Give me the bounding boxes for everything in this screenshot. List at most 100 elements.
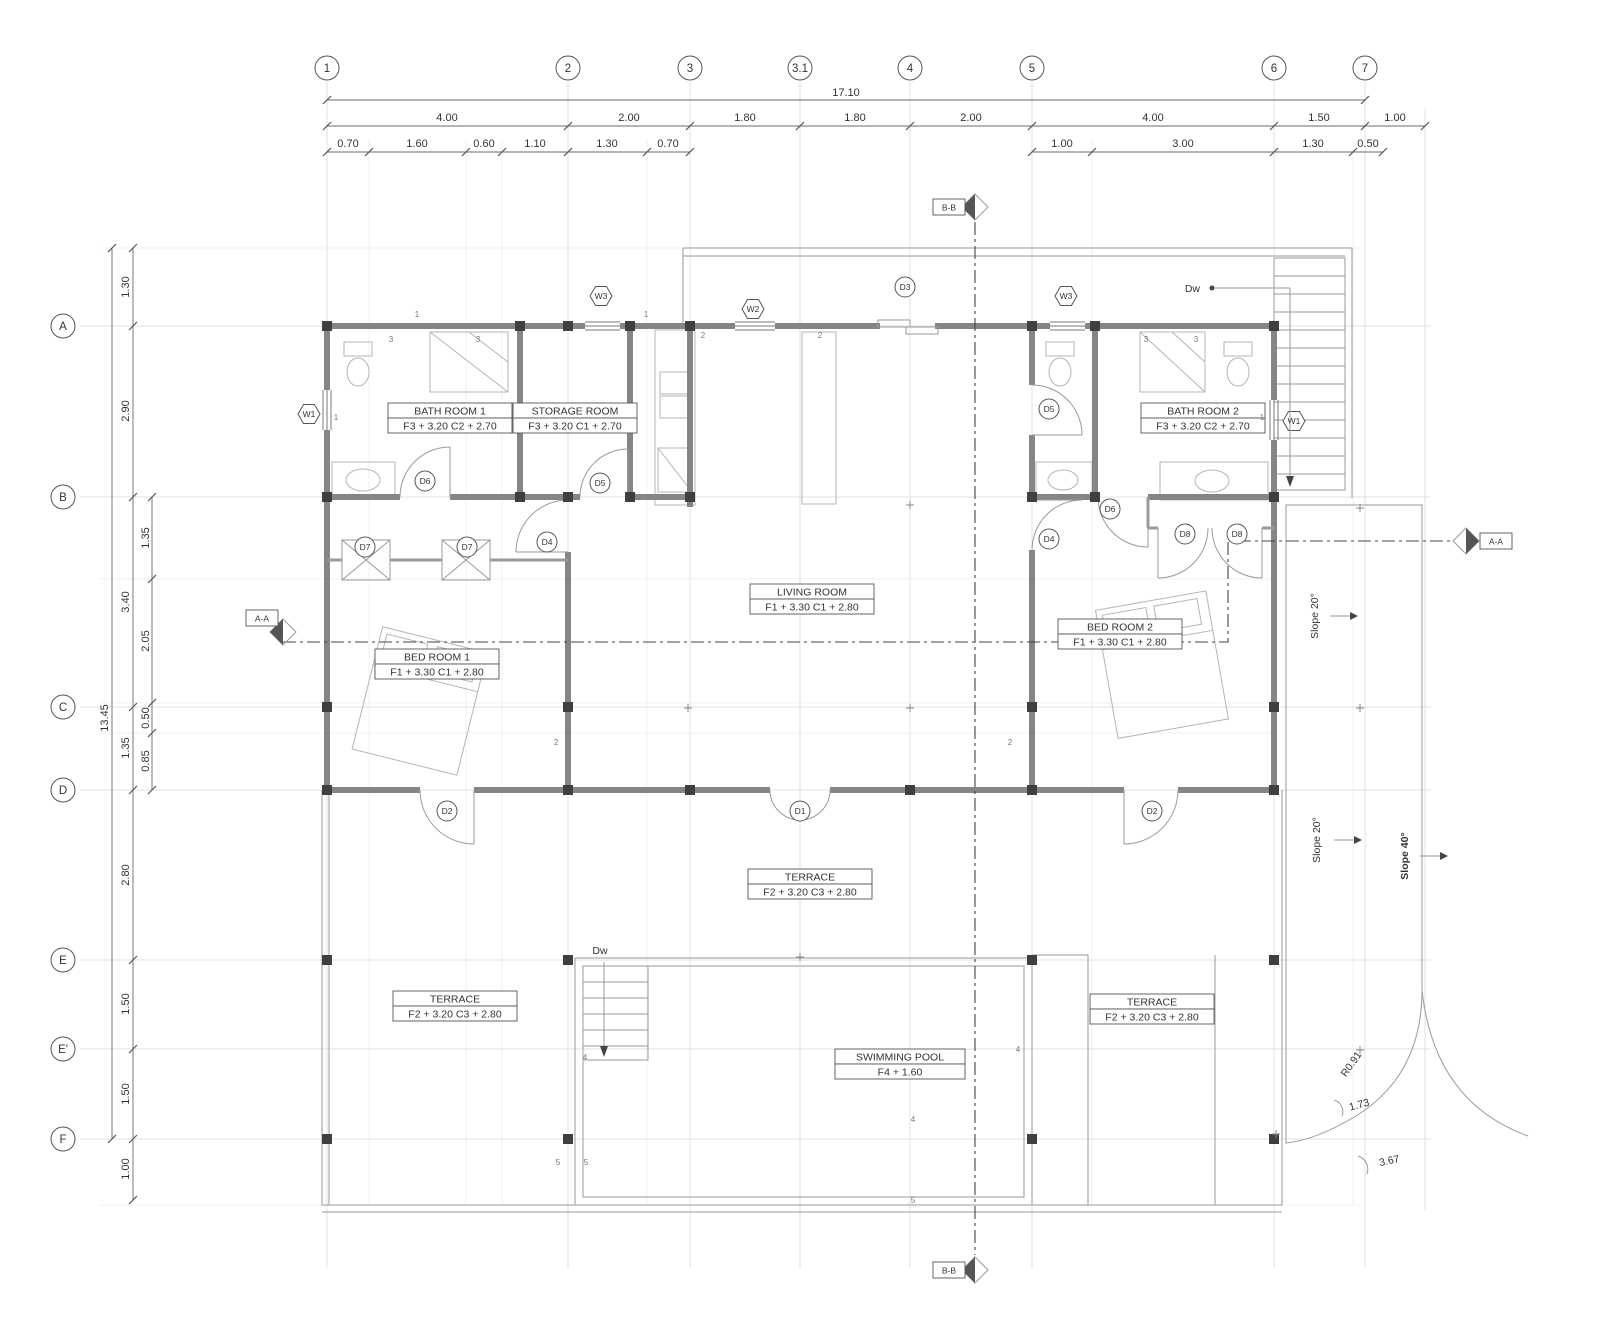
room-label-bed2: BED ROOM 2 F1 + 3.30 C1 + 2.80 (1057, 618, 1183, 650)
room-spec: F1 + 3.30 C1 + 2.80 (390, 667, 484, 679)
tag-d1: D1 (795, 806, 806, 816)
windows (322, 319, 1279, 440)
col-bubble-5: 5 (1029, 63, 1035, 75)
wall-mark: 2 (554, 738, 559, 747)
slope-40-label: Slope 40° (1399, 832, 1411, 879)
dim-left-major-5: 1.50 (120, 993, 132, 1014)
dim-top-major-2: 1.80 (734, 112, 755, 124)
dim-left-major-0: 1.30 (120, 276, 132, 297)
dim-top-major-0: 4.00 (436, 112, 457, 124)
tag-d6: D6 (420, 476, 431, 486)
room-spec: F3 + 3.20 C1 + 2.70 (528, 421, 622, 433)
room-label-terrace-right: TERRACE F2 + 3.20 C3 + 2.80 (1089, 993, 1215, 1025)
tag-d6: D6 (1105, 504, 1116, 514)
tag-d5: D5 (595, 478, 606, 488)
kitchen-sink2 (659, 395, 691, 419)
row-bubble-e: E (59, 955, 67, 967)
opening-tags: D6 D5 D4 D7 D7 D3 D5 D4 D6 D8 D8 D2 D1 D… (297, 276, 1306, 822)
wall-mark: 1 (415, 310, 420, 319)
dim-left-minor-0: 1.35 (140, 527, 152, 548)
tag-d4: D4 (1044, 534, 1055, 544)
dw-label-pool: Dw (592, 945, 608, 957)
col-bubble-7: 7 (1362, 63, 1368, 75)
room-spec: F4 + 1.60 (878, 1067, 923, 1079)
wall-mark: 3 (389, 335, 394, 344)
wall-type-marks: 1 1 1 1 2 2 2 2 3 3 3 3 4 4 4 5 5 5 (334, 310, 1265, 1205)
dim-top-major-6: 1.50 (1308, 112, 1329, 124)
dim-top-minor-3: 1.10 (524, 138, 545, 150)
dim-top-minor-9: 0.50 (1357, 138, 1378, 150)
cabinet (801, 331, 837, 505)
room-spec: F2 + 3.20 C3 + 2.80 (763, 887, 857, 899)
dim-top-major-4: 2.00 (960, 112, 981, 124)
vanity (331, 461, 396, 499)
dim-left-major-2: 3.40 (120, 591, 132, 612)
col-bubble-3: 3 (687, 63, 693, 75)
tag-w1: W1 (303, 409, 316, 419)
dim-left-major-4: 2.80 (120, 864, 132, 885)
row-bubble-b: B (59, 492, 67, 504)
slope-20-label: Slope 20° (1311, 817, 1323, 863)
room-label-bed1: BED ROOM 1 F1 + 3.30 C1 + 2.80 (374, 648, 500, 680)
tag-w3: W3 (1060, 291, 1073, 301)
wall-mark: 2 (701, 331, 706, 340)
radius-r091: R0.91 (1339, 1049, 1365, 1079)
stairs (682, 247, 1353, 498)
dim-top-minor-1: 1.60 (406, 138, 427, 150)
tag-d5: D5 (1044, 404, 1055, 414)
room-name: SWIMMING POOL (856, 1052, 944, 1064)
dim-top-minor-8: 1.30 (1302, 138, 1323, 150)
col-bubble-6: 6 (1271, 63, 1277, 75)
dim-top-minor-4: 1.30 (596, 138, 617, 150)
dimensions-top: 17.10 4.00 2.00 1.80 1.80 2.00 4.00 1.50… (322, 87, 1430, 157)
room-spec: F2 + 3.20 C3 + 2.80 (1105, 1012, 1199, 1024)
radius-367: 3.67 (1378, 1153, 1401, 1169)
dim-top-major-5: 4.00 (1142, 112, 1163, 124)
sink-icon-3 (1194, 469, 1230, 493)
section-aa-left-label: A-A (255, 614, 270, 624)
sliding-door (905, 326, 939, 335)
doors (341, 384, 1263, 845)
dim-top-minor-0: 0.70 (337, 138, 358, 150)
slope-20-label: Slope 20° (1309, 593, 1321, 639)
dim-top-major-7: 1.00 (1384, 112, 1405, 124)
wall-mark: 3 (1144, 335, 1149, 344)
wall-mark: 1 (334, 413, 339, 422)
dimensions-left: 13.45 1.30 2.90 3.40 1.35 2.80 1.50 1.50… (99, 243, 157, 1205)
tag-d2: D2 (442, 806, 453, 816)
row-bubble-e2: E' (58, 1044, 68, 1056)
dim-left-minor-2: 0.50 (140, 707, 152, 728)
room-spec: F3 + 3.20 C2 + 2.70 (403, 421, 497, 433)
room-spec: F2 + 3.20 C3 + 2.80 (408, 1009, 502, 1021)
room-name: BATH ROOM 1 (414, 406, 486, 418)
wall-mark: 1 (1260, 413, 1265, 422)
annotations: Slope 20° Slope 20° Slope 40° Dw Dw R0.9… (592, 283, 1448, 1169)
room-label-storage: STORAGE ROOM F3 + 3.20 C1 + 2.70 (512, 402, 638, 434)
dim-top-total: 17.10 (832, 87, 860, 99)
col-bubble-1: 1 (324, 63, 330, 75)
wall-mark: 5 (584, 1158, 589, 1167)
room-name: BED ROOM 2 (1087, 622, 1153, 634)
wall-mark: 5 (556, 1158, 561, 1167)
dim-top-minor-2: 0.60 (473, 138, 494, 150)
dim-left-minor-1: 2.05 (140, 630, 152, 651)
toilet-tank (343, 341, 373, 357)
room-name: TERRACE (430, 994, 480, 1006)
room-label-bath2: BATH ROOM 2 F3 + 3.20 C2 + 2.70 (1140, 402, 1266, 434)
room-spec: F1 + 3.30 C1 + 2.80 (1073, 637, 1167, 649)
wall-mark: 4 (583, 1053, 588, 1062)
tag-w3: W3 (595, 291, 608, 301)
tag-w2: W2 (747, 304, 760, 314)
toilet-tank-3 (1223, 341, 1253, 357)
room-label-living: LIVING ROOM F1 + 3.30 C1 + 2.80 (749, 583, 875, 615)
toilet-icon-2 (1048, 357, 1072, 387)
row-bubble-c: C (59, 702, 67, 714)
tag-d8: D8 (1180, 529, 1191, 539)
grid-lines (80, 82, 1430, 1268)
sink-icon (345, 468, 381, 492)
toilet-icon-3 (1226, 357, 1250, 387)
wall-mark: 2 (1008, 738, 1013, 747)
sink-icon-2 (1047, 469, 1079, 491)
